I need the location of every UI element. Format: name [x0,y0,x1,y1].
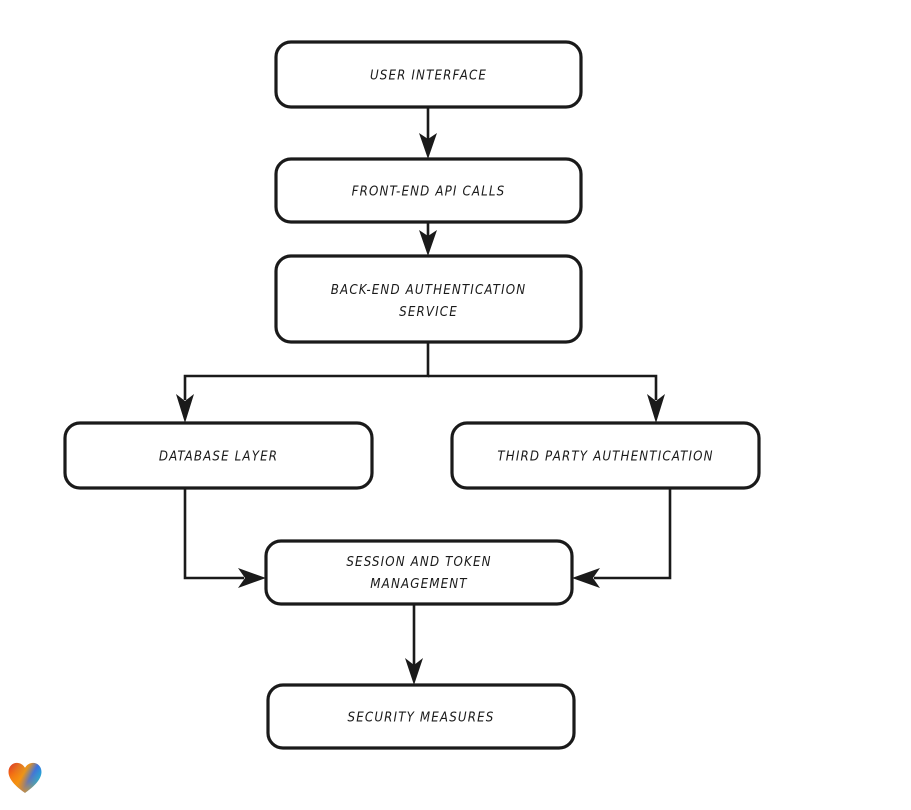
node-user-interface[interactable]: USER INTERFACE [274,40,583,109]
node-session-and-token-management[interactable]: SESSION AND TOKEN MANAGEMENT [264,539,574,606]
node-user-interface-label: USER INTERFACE [370,69,487,84]
heart-logo-icon [8,762,42,793]
node-database-layer-label: DATABASE LAYER [159,450,278,465]
node-third-party-authentication-label: THIRD PARTY AUTHENTICATION [497,450,713,465]
node-front-end-api-calls[interactable]: FRONT-END API CALLS [274,157,583,224]
node-third-party-authentication[interactable]: THIRD PARTY AUTHENTICATION [450,421,761,490]
node-back-end-authentication-service[interactable]: BACK-END AUTHENTICATION SERVICE [274,254,583,344]
edge-ui-to-frontend [419,107,437,159]
node-session-and-token-management-shape[interactable] [264,539,574,606]
node-database-layer-shape[interactable] [63,421,374,490]
node-session-and-token-management-label-line1: SESSION AND TOKEN [346,555,491,570]
node-front-end-api-calls-label: FRONT-END API CALLS [352,185,506,200]
edge-backend-to-database [176,342,430,423]
edge-frontend-to-backend [419,222,437,256]
edge-thirdparty-to-session [572,488,672,588]
node-back-end-authentication-service-shape[interactable] [274,254,583,344]
node-front-end-api-calls-shape[interactable] [274,157,583,224]
edge-session-to-security [405,604,423,685]
node-security-measures-label: SECURITY MEASURES [348,711,495,726]
node-back-end-authentication-service-label-line1: BACK-END AUTHENTICATION [331,283,526,298]
edge-database-to-session [183,488,266,588]
node-back-end-authentication-service-label-line2: SERVICE [399,305,458,320]
node-user-interface-shape[interactable] [274,40,583,109]
node-security-measures-shape[interactable] [266,683,576,750]
node-third-party-authentication-shape[interactable] [450,421,761,490]
node-security-measures[interactable]: SECURITY MEASURES [266,683,576,750]
edge-backend-to-thirdparty [428,374,665,423]
node-session-and-token-management-label-line2: MANAGEMENT [370,577,468,592]
node-database-layer[interactable]: DATABASE LAYER [63,421,374,490]
